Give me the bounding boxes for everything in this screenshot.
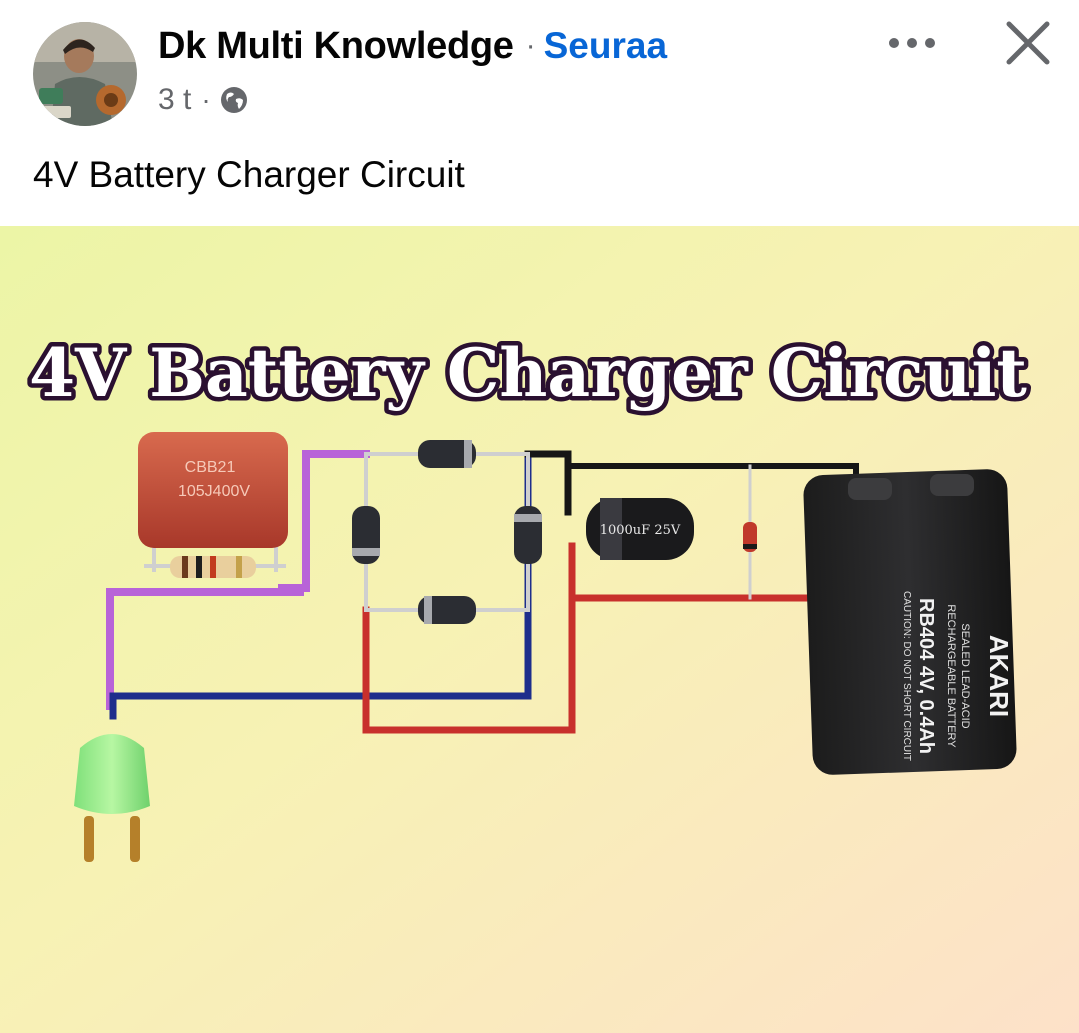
diode-right [514, 506, 542, 564]
capacitor-label-1: CBB21 [185, 459, 236, 476]
author-line: Dk Multi Knowledge · Seuraa [158, 24, 667, 68]
small-diode [743, 522, 757, 552]
post-header: Dk Multi Knowledge · Seuraa 3 t · [0, 0, 1079, 140]
resistor [170, 556, 256, 578]
globe-icon [219, 85, 249, 115]
name-separator: · [525, 29, 536, 62]
black-wire-left [524, 450, 572, 516]
diode-top [418, 440, 476, 468]
author-name[interactable]: Dk Multi Knowledge [158, 24, 514, 67]
battery-model: RB404 4V, 0.4Ah [915, 598, 937, 754]
bridge-diodes [352, 440, 542, 624]
battery-line-3: CAUTION: DO NOT SHORT CIRCUIT [901, 591, 912, 761]
capacitor-label-2: 105J400V [178, 483, 250, 500]
meta-separator: · [201, 84, 211, 115]
author-avatar[interactable] [33, 22, 137, 126]
post-timestamp[interactable]: 3 t [158, 83, 192, 116]
battery-brand: AKARI [984, 635, 1014, 717]
image-title: 4V Battery Charger Circuit [29, 334, 1027, 412]
red-wire-bridge [362, 542, 576, 734]
battery: AKARI SEALED LEAD-ACID RECHARGEABLE BATT… [803, 469, 1017, 775]
follow-button[interactable]: Seuraa [543, 25, 668, 66]
electrolytic-label: 1000uF 25V [600, 523, 681, 538]
diode-bottom [418, 596, 476, 624]
post-caption: 4V Battery Charger Circuit [33, 154, 465, 195]
power-plug [74, 734, 150, 862]
diode-left [352, 506, 380, 564]
more-options-icon [889, 38, 935, 48]
film-capacitor: CBB21 105J400V [138, 432, 288, 572]
electrolytic-capacitor: 1000uF 25V [586, 498, 694, 560]
avatar-photo [33, 22, 137, 126]
circuit-illustration: 4V Battery Charger Circuit CBB21 105J400… [0, 226, 1079, 1033]
more-options-button[interactable] [878, 18, 946, 68]
post-meta: 3 t · [158, 80, 249, 120]
close-button[interactable] [996, 14, 1060, 72]
purple-wire-2 [278, 450, 370, 592]
close-icon [1006, 21, 1050, 65]
post-image[interactable]: 4V Battery Charger Circuit CBB21 105J400… [0, 226, 1079, 1033]
battery-line-1: SEALED LEAD-ACID [959, 623, 971, 728]
battery-line-2: RECHARGEABLE BATTERY [945, 604, 957, 748]
